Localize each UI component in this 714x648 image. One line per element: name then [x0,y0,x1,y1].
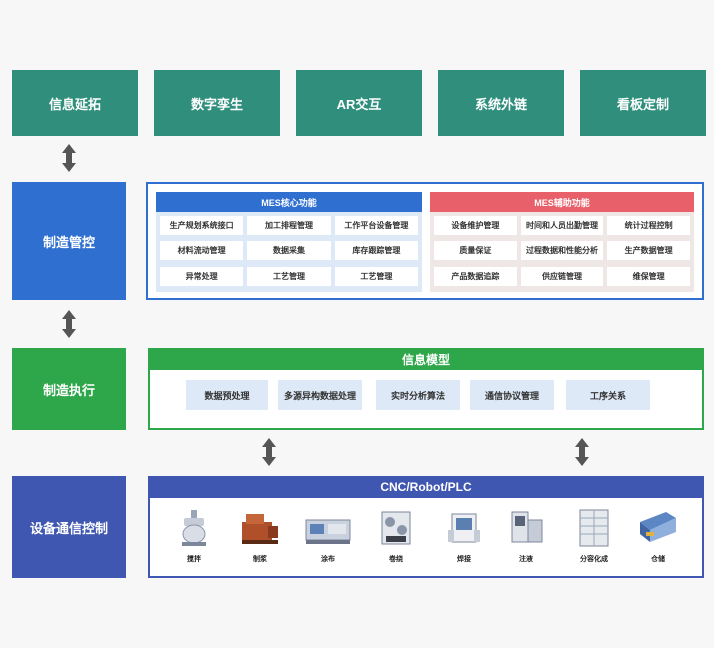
pulping-machine-icon [242,514,278,544]
mes-core-item: 库存跟踪管理 [334,241,418,261]
double-arrow-icon [62,310,76,338]
machine-winding: 卷绕 [368,508,424,564]
mes-core-item: 加工排程管理 [247,216,331,235]
info-model-body: 数据预处理 多源异构数据处理 实时分析算法 通信协议管理 工序关系 [148,370,704,430]
mes-aux-title: MES辅助功能 [430,192,694,212]
machine-filling: 注液 [498,508,554,564]
machine-label: 仓储 [651,556,665,563]
info-model-item: 多源异构数据处理 [278,380,362,410]
mes-aux-item: 时间和人员出勤管理 [520,216,604,235]
mes-core-title: MES核心功能 [156,192,422,212]
mixer-icon [182,510,206,546]
mes-aux-item: 设备维护管理 [434,216,517,235]
double-arrow-icon [62,144,76,172]
layer-label-execution: 制造执行 [12,348,126,430]
mes-panel: MES核心功能 生产规划系统接口 加工排程管理 工作平台设备管理 材料流动管理 … [146,182,704,300]
machine-label: 搅拌 [187,556,201,563]
coating-machine-icon [305,519,351,544]
double-arrow-icon [575,438,589,466]
machine-mixing: 搅拌 [166,508,222,564]
layer-label-control: 制造管控 [12,182,126,300]
warehouse-rack-icon [640,512,676,542]
winding-machine-icon [381,511,411,545]
mes-core-item: 异常处理 [160,266,244,286]
double-arrow-icon [262,438,276,466]
filling-machine-icon [511,511,543,543]
mes-aux-item: 维保管理 [607,266,690,286]
top-block-info-extension: 信息延拓 [12,70,138,136]
machine-welding: 焊接 [436,508,492,564]
machine-formation: 分容化成 [566,508,622,564]
welding-machine-icon [448,513,480,543]
mes-aux-item: 供应链管理 [520,266,604,286]
info-model-title: 信息模型 [148,348,704,370]
machine-label: 注液 [519,556,533,563]
top-block-ar-interaction: AR交互 [296,70,422,136]
top-block-system-link: 系统外链 [438,70,564,136]
mes-core-item: 工艺管理 [334,266,418,286]
mes-aux-item: 产品数据追踪 [434,266,517,286]
info-model-item: 数据预处理 [186,380,268,410]
mes-aux-item: 统计过程控制 [607,216,690,235]
mes-core-grid: 生产规划系统接口 加工排程管理 工作平台设备管理 材料流动管理 数据采集 库存跟… [156,212,422,292]
formation-cabinet-icon [579,509,609,547]
machine-label: 焊接 [457,556,471,563]
info-model-item: 通信协议管理 [470,380,554,410]
machine-pulping: 制浆 [232,508,288,564]
mes-core-item: 数据采集 [247,241,331,261]
mes-aux-grid: 设备维护管理 时间和人员出勤管理 统计过程控制 质量保证 过程数据和性能分析 生… [430,212,694,292]
info-model-item: 实时分析算法 [376,380,460,410]
layer-label-device: 设备通信控制 [12,476,126,578]
mes-core-item: 工艺管理 [247,266,331,286]
info-model-item: 工序关系 [566,380,650,410]
mes-core-item: 工作平台设备管理 [334,216,418,235]
machine-label: 分容化成 [580,556,608,563]
machine-label: 涂布 [321,556,335,563]
top-block-digital-twin: 数字孪生 [154,70,280,136]
top-block-dashboard: 看板定制 [580,70,706,136]
mes-aux-item: 过程数据和性能分析 [520,241,604,261]
mes-aux-item: 质量保证 [434,241,517,261]
machine-label: 制浆 [253,556,267,563]
cnc-body: 搅拌 制浆 涂布 卷绕 [148,498,704,578]
mes-core-item: 材料流动管理 [160,241,244,261]
machine-storage: 仓储 [630,508,686,564]
mes-aux-item: 生产数据管理 [607,241,690,261]
mes-core-item: 生产规划系统接口 [160,216,244,235]
machine-coating: 涂布 [300,508,356,564]
cnc-title: CNC/Robot/PLC [148,476,704,498]
machine-label: 卷绕 [389,556,403,563]
